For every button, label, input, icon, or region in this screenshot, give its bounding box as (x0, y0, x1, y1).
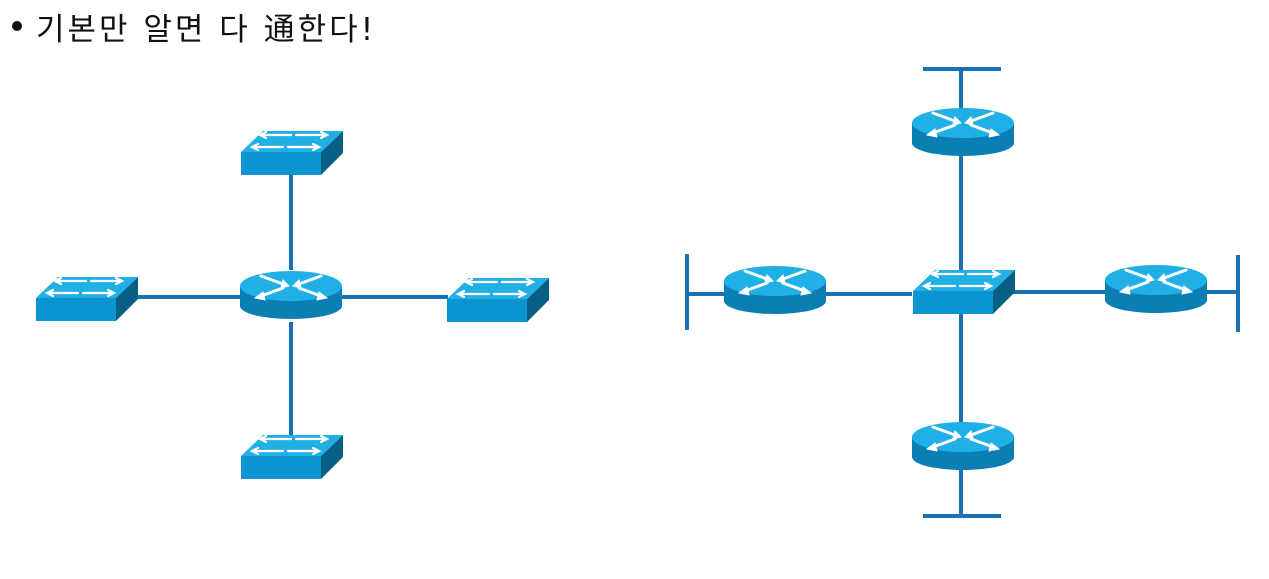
router-hub-diagram (34, 129, 551, 481)
switch-icon[interactable] (445, 276, 551, 324)
slide-title-text: 기본만 알면 다 通한다! (36, 11, 377, 48)
router-icon[interactable] (722, 264, 828, 316)
router-icon[interactable] (238, 269, 344, 321)
slide-title: 기본만 알면 다 通한다! (8, 4, 376, 48)
switch-icon[interactable] (911, 268, 1017, 316)
router-icon[interactable] (910, 106, 1016, 158)
link-lines (136, 172, 448, 438)
router-icon[interactable] (910, 420, 1016, 472)
router-icon[interactable] (1103, 263, 1209, 315)
switch-icon[interactable] (34, 275, 140, 323)
switch-icon[interactable] (239, 129, 345, 177)
switch-icon[interactable] (239, 433, 345, 481)
bullet-icon (12, 21, 22, 31)
switch-hub-diagram (685, 67, 1240, 518)
